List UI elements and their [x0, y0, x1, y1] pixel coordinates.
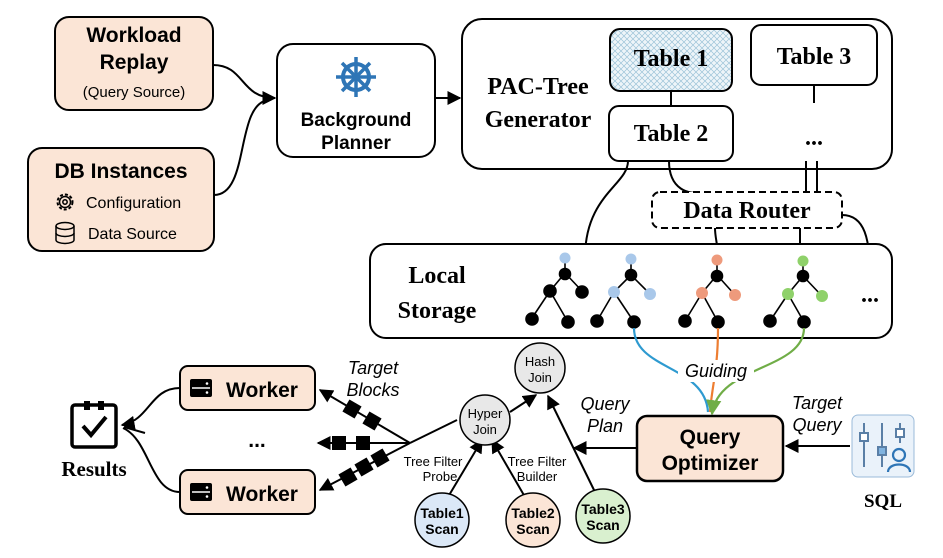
partition-tree-4 [763, 255, 828, 329]
scan1-line2: Scan [425, 521, 458, 537]
db-instances-title: DB Instances [54, 160, 187, 183]
query-plan-tree: Hash Join Hyper Join Tree Filter Probe T… [404, 342, 631, 548]
planner-line1: Background [301, 110, 412, 131]
partition-tree-3 [678, 254, 741, 329]
table-1-node: Table 1 [609, 28, 733, 92]
hyper-join-node: Hyper Join [459, 394, 511, 446]
database-icon [55, 221, 75, 245]
hash-join-node: Hash Join [514, 342, 566, 394]
server-icon [190, 483, 212, 501]
hash-join-line2: Join [528, 370, 552, 385]
table-3-label: Table 3 [777, 44, 851, 70]
query-optimizer-box: Query Optimizer [635, 414, 785, 483]
probe-line1: Tree Filter [404, 454, 463, 469]
storage-line1: Local [408, 263, 466, 289]
planner-line2: Planner [321, 133, 391, 154]
helm-icon [336, 57, 376, 97]
server-icon [190, 379, 212, 397]
worker-2-label: Worker [226, 483, 298, 506]
guiding-line-blue [632, 327, 710, 413]
partition-tree-2 [590, 253, 656, 329]
target-blocks-line1: Target [348, 358, 399, 378]
clipboard-check-icon [70, 401, 118, 449]
query-plan-line2: Plan [587, 416, 623, 436]
generator-line1: PAC-Tree [487, 74, 589, 100]
hyper-join-line1: Hyper [468, 406, 503, 421]
db-to-planner-arrow [213, 99, 269, 196]
scan3-line2: Scan [586, 517, 619, 533]
builder-line1: Tree Filter [508, 454, 567, 469]
workload-title-2: Replay [100, 51, 169, 74]
worker-box-2: Worker [179, 469, 316, 515]
gear-icon [56, 193, 74, 211]
workers-more: ... [248, 429, 266, 452]
db-config-label: Configuration [86, 195, 181, 212]
partition-tree-1 [525, 252, 589, 329]
scan2-line2: Scan [516, 521, 549, 537]
results-label: Results [61, 457, 126, 481]
target-query-line2: Query [792, 415, 842, 435]
db-instances-box: DB Instances Configuration Data Source [27, 147, 215, 252]
hash-join-line1: Hash [525, 354, 555, 369]
workload-replay-box: Workload Replay (Query Source) [54, 16, 214, 111]
guiding-label: Guiding [685, 361, 747, 381]
optimizer-line1: Query [680, 426, 741, 449]
dots-to-results-line [123, 426, 146, 434]
workload-title-1: Workload [86, 24, 181, 47]
workload-subtitle: (Query Source) [83, 84, 186, 101]
data-router-label: Data Router [683, 198, 811, 224]
optimizer-line2: Optimizer [662, 452, 759, 475]
target-blocks-line2: Blocks [346, 380, 399, 400]
worker-1-label: Worker [226, 379, 298, 402]
table-3-node: Table 3 [750, 24, 878, 86]
guiding-line-green [706, 327, 806, 416]
guiding-label-bg [678, 360, 754, 382]
sql-label: SQL [864, 491, 902, 512]
background-planner-box: Background Planner [276, 43, 436, 158]
table2-scan-node: Table2 Scan [505, 492, 561, 548]
generator-to-storage-arrow [578, 160, 629, 260]
scan1-line1: Table1 [420, 505, 464, 521]
table-1-label: Table 1 [634, 46, 708, 72]
builder-line2: Builder [517, 469, 558, 484]
scan3-line1: Table3 [581, 501, 625, 517]
worker2-to-results-arrow [122, 427, 181, 493]
probe-line2: Probe [423, 469, 458, 484]
sql-query-icon [851, 414, 915, 478]
tables-more: ... [805, 125, 823, 151]
generator-line2: Generator [485, 107, 592, 133]
worker-box-1: Worker [179, 365, 316, 411]
query-plan-line1: Query [580, 394, 630, 414]
hyper-join-line2: Join [473, 422, 497, 437]
table3-scan-node: Table3 Scan [575, 488, 631, 544]
db-source-label: Data Source [88, 226, 177, 243]
table-2-label: Table 2 [634, 121, 708, 147]
data-router-box: Data Router [651, 191, 843, 229]
storage-more: ... [861, 282, 879, 308]
table1-scan-node: Table1 Scan [414, 492, 470, 548]
local-storage-box: Local Storage ... [369, 243, 893, 339]
table-2-node: Table 2 [608, 105, 734, 162]
worker1-to-results-arrow [120, 387, 181, 430]
target-query-line1: Target [792, 393, 843, 413]
storage-line2: Storage [398, 298, 477, 324]
scan2-line1: Table2 [511, 505, 555, 521]
workload-to-planner-arrow [212, 64, 277, 105]
target-blocks-fan [316, 389, 411, 491]
